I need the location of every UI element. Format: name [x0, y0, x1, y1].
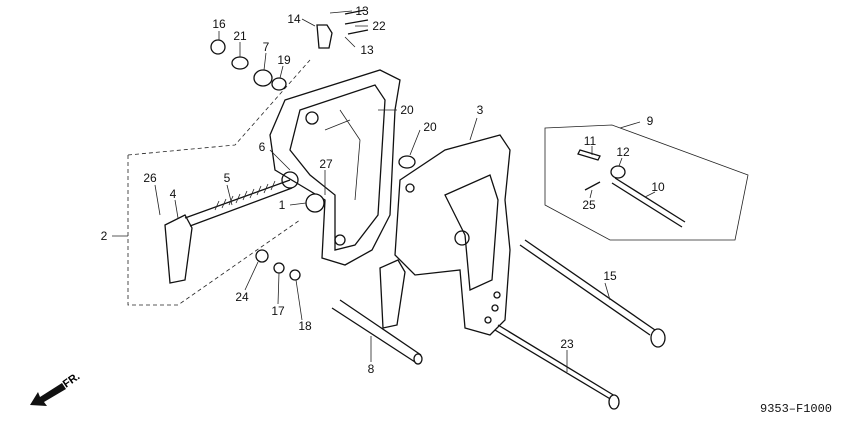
- pins-13-22: [344, 9, 369, 35]
- washer-17: [273, 262, 285, 274]
- callout-14: 14: [287, 12, 301, 26]
- callout-6: 6: [259, 140, 266, 154]
- callout-1: 1: [279, 198, 286, 212]
- spring-rod-5: [184, 179, 293, 227]
- pin-25: [584, 181, 601, 191]
- nut-24: [255, 249, 269, 263]
- callout-22: 22: [372, 19, 386, 33]
- tube-8: [331, 299, 422, 363]
- bolt-23: [494, 324, 616, 401]
- callout-3: 3: [477, 103, 484, 117]
- pin-11: [577, 149, 601, 161]
- knob-12: [610, 165, 626, 179]
- front-direction-arrow-icon: [30, 383, 66, 406]
- callout-16: 16: [212, 17, 226, 31]
- figure-code: 9353–F1000: [760, 402, 832, 416]
- callout-23: 23: [560, 337, 574, 351]
- callout-25: 25: [582, 198, 596, 212]
- callout-15: 15: [603, 269, 617, 283]
- callout-27: 27: [319, 157, 333, 171]
- washer-21: [231, 56, 249, 70]
- rod-10: [611, 177, 686, 228]
- callout-8: 8: [368, 362, 375, 376]
- callout-18: 18: [298, 319, 312, 333]
- callout-4: 4: [170, 187, 177, 201]
- washer-20: [398, 155, 416, 169]
- callout-26: 26: [143, 171, 157, 185]
- callout-17: 17: [271, 304, 285, 318]
- callout-19: 19: [277, 53, 291, 67]
- assembly-2-outline: [127, 59, 311, 306]
- stern-bracket-right: [394, 134, 511, 336]
- callout-21: 21: [233, 29, 247, 43]
- callout-20-a: 20: [400, 103, 414, 117]
- callout-20-b: 20: [423, 120, 437, 134]
- callout-10: 10: [651, 180, 665, 194]
- callout-7: 7: [263, 40, 270, 54]
- callout-11: 11: [584, 134, 597, 148]
- callout-13-bottom: 13: [360, 43, 374, 57]
- tilt-lever-right: [379, 259, 406, 329]
- leader-lines: [112, 10, 656, 372]
- pivot-1: [305, 193, 325, 213]
- tilt-lever-4: [164, 214, 193, 284]
- callout-24: 24: [235, 290, 249, 304]
- callout-2: 2: [101, 229, 108, 243]
- washer-18: [289, 269, 301, 281]
- spring-7: [253, 69, 273, 87]
- clip-14: [316, 24, 333, 49]
- callout-9: 9: [647, 114, 654, 128]
- callout-13-top: 13: [355, 4, 369, 18]
- nut-16: [210, 39, 226, 55]
- callout-12: 12: [616, 145, 630, 159]
- bolt-15: [519, 239, 656, 336]
- assembly-9-outline: [544, 124, 749, 241]
- stern-bracket-left: [269, 69, 401, 266]
- callout-5: 5: [224, 171, 231, 185]
- washer-19: [271, 77, 287, 91]
